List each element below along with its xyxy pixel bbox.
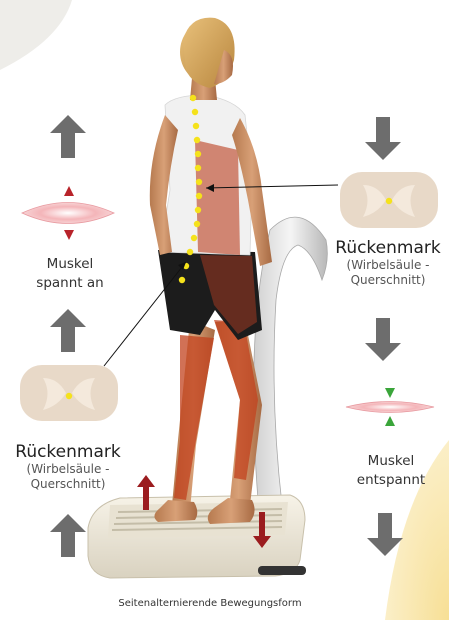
spinal-cross-section-icon xyxy=(340,172,438,228)
spinal-cord-label-left: Rückenmark (Wirbelsäule - Querschnitt) xyxy=(4,442,132,492)
spinal-cross-section-icon xyxy=(20,365,118,421)
down-arrow-icon xyxy=(367,513,403,556)
muscle-relaxed-label: Muskel entspannt xyxy=(345,452,437,490)
muscle-contracted-icon xyxy=(22,186,114,240)
down-arrow-icon xyxy=(365,117,401,160)
down-arrow-icon xyxy=(365,318,401,361)
muscle-contracts-label: Muskel spannt an xyxy=(24,255,116,293)
spinal-cord-label-right: Rückenmark (Wirbelsäule - Querschnitt) xyxy=(330,238,446,288)
muscle-relaxed-icon xyxy=(346,388,434,426)
up-arrow-icon xyxy=(50,309,86,352)
corner-decoration xyxy=(0,0,72,70)
diagram-caption: Seitenalternierende Bewegungsform xyxy=(80,598,340,609)
up-arrow-icon xyxy=(50,514,86,557)
person-illustration xyxy=(88,18,327,578)
up-arrow-icon xyxy=(50,115,86,158)
